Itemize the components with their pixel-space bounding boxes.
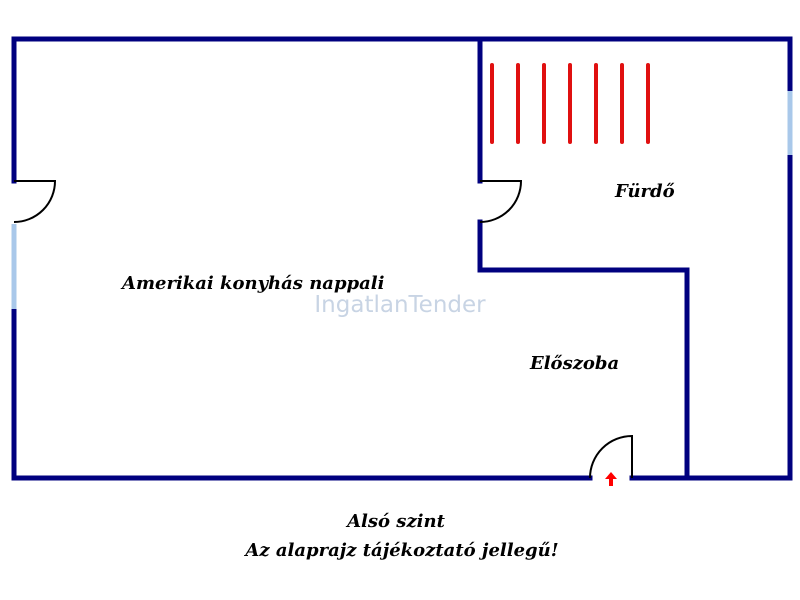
room-label-bathroom: Fürdő	[614, 181, 675, 202]
bathroom-wall	[477, 36, 690, 481]
entrance-arrow-icon	[605, 472, 617, 486]
room-label-hall: Előszoba	[529, 353, 619, 374]
walls	[11, 36, 793, 481]
living-door	[13, 180, 57, 223]
outer-wall	[11, 36, 793, 481]
watermark: IngatlanTender	[314, 292, 486, 318]
caption-disclaimer: Az alaprajz tájékoztató jellegű!	[243, 540, 558, 561]
room-label-living: Amerikai konyhás nappali	[120, 273, 385, 294]
radiator	[490, 63, 650, 144]
caption-level: Alsó szint	[345, 511, 445, 532]
bathroom-door	[479, 180, 523, 223]
entrance-door	[589, 434, 633, 479]
